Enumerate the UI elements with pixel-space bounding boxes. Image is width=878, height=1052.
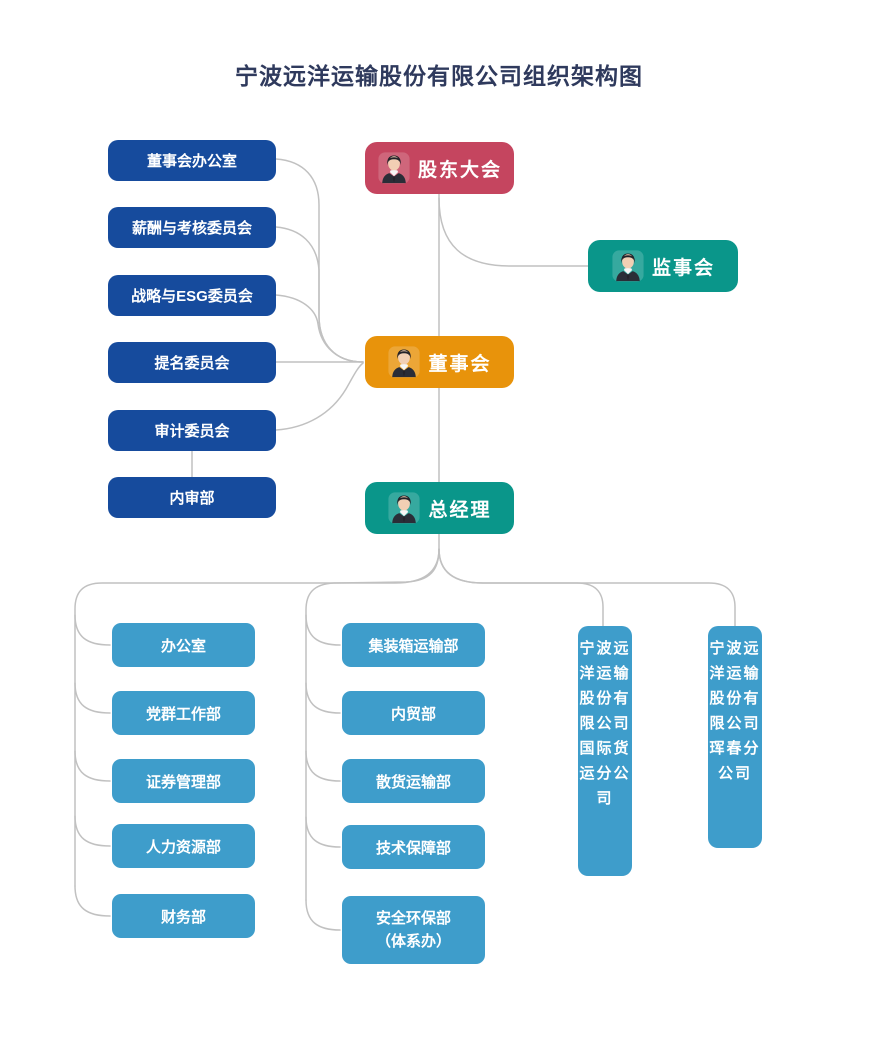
node-office: 办公室 <box>112 623 255 667</box>
businessman-avatar-icon <box>611 249 645 283</box>
node-board-office: 董事会办公室 <box>108 140 276 181</box>
node-remuneration-committee: 薪酬与考核委员会 <box>108 207 276 248</box>
node-nomination-committee: 提名委员会 <box>108 342 276 383</box>
node-finance-dept: 财务部 <box>112 894 255 938</box>
node-board-of-directors: 董事会 <box>365 336 514 388</box>
node-safety-env-dept: 安全环保部 （体系办） <box>342 896 485 964</box>
node-label: 董事会 <box>428 353 492 375</box>
node-label: 总经理 <box>428 499 492 521</box>
node-internal-audit-dept: 内审部 <box>108 477 276 518</box>
node-tech-support-dept: 技术保障部 <box>342 825 485 869</box>
node-domestic-trade-dept: 内贸部 <box>342 691 485 735</box>
node-strategy-esg-committee: 战略与ESG委员会 <box>108 275 276 316</box>
node-party-work-dept: 党群工作部 <box>112 691 255 735</box>
node-label: 监事会 <box>651 257 715 279</box>
businessman-avatar-icon <box>387 345 421 379</box>
node-bulk-transport-dept: 散货运输部 <box>342 759 485 803</box>
node-hr-dept: 人力资源部 <box>112 824 255 868</box>
node-shareholders-meeting: 股东大会 <box>365 142 514 194</box>
businessman-avatar-icon <box>377 151 411 185</box>
node-supervisory-board: 监事会 <box>588 240 738 292</box>
node-audit-committee: 审计委员会 <box>108 410 276 451</box>
node-label: 股东大会 <box>417 159 502 181</box>
page-title: 宁波远洋运输股份有限公司组织架构图 <box>235 63 643 89</box>
connector-group <box>74 158 736 931</box>
node-hunchun-branch: 宁波远洋运输股份有限公司珲春分公司 <box>708 626 762 848</box>
businessman-avatar-icon <box>387 491 421 525</box>
node-general-manager: 总经理 <box>365 482 514 534</box>
node-container-transport-dept: 集装箱运输部 <box>342 623 485 667</box>
node-securities-dept: 证券管理部 <box>112 759 255 803</box>
node-intl-freight-branch: 宁波远洋运输股份有限公司国际货运分公司 <box>578 626 632 876</box>
